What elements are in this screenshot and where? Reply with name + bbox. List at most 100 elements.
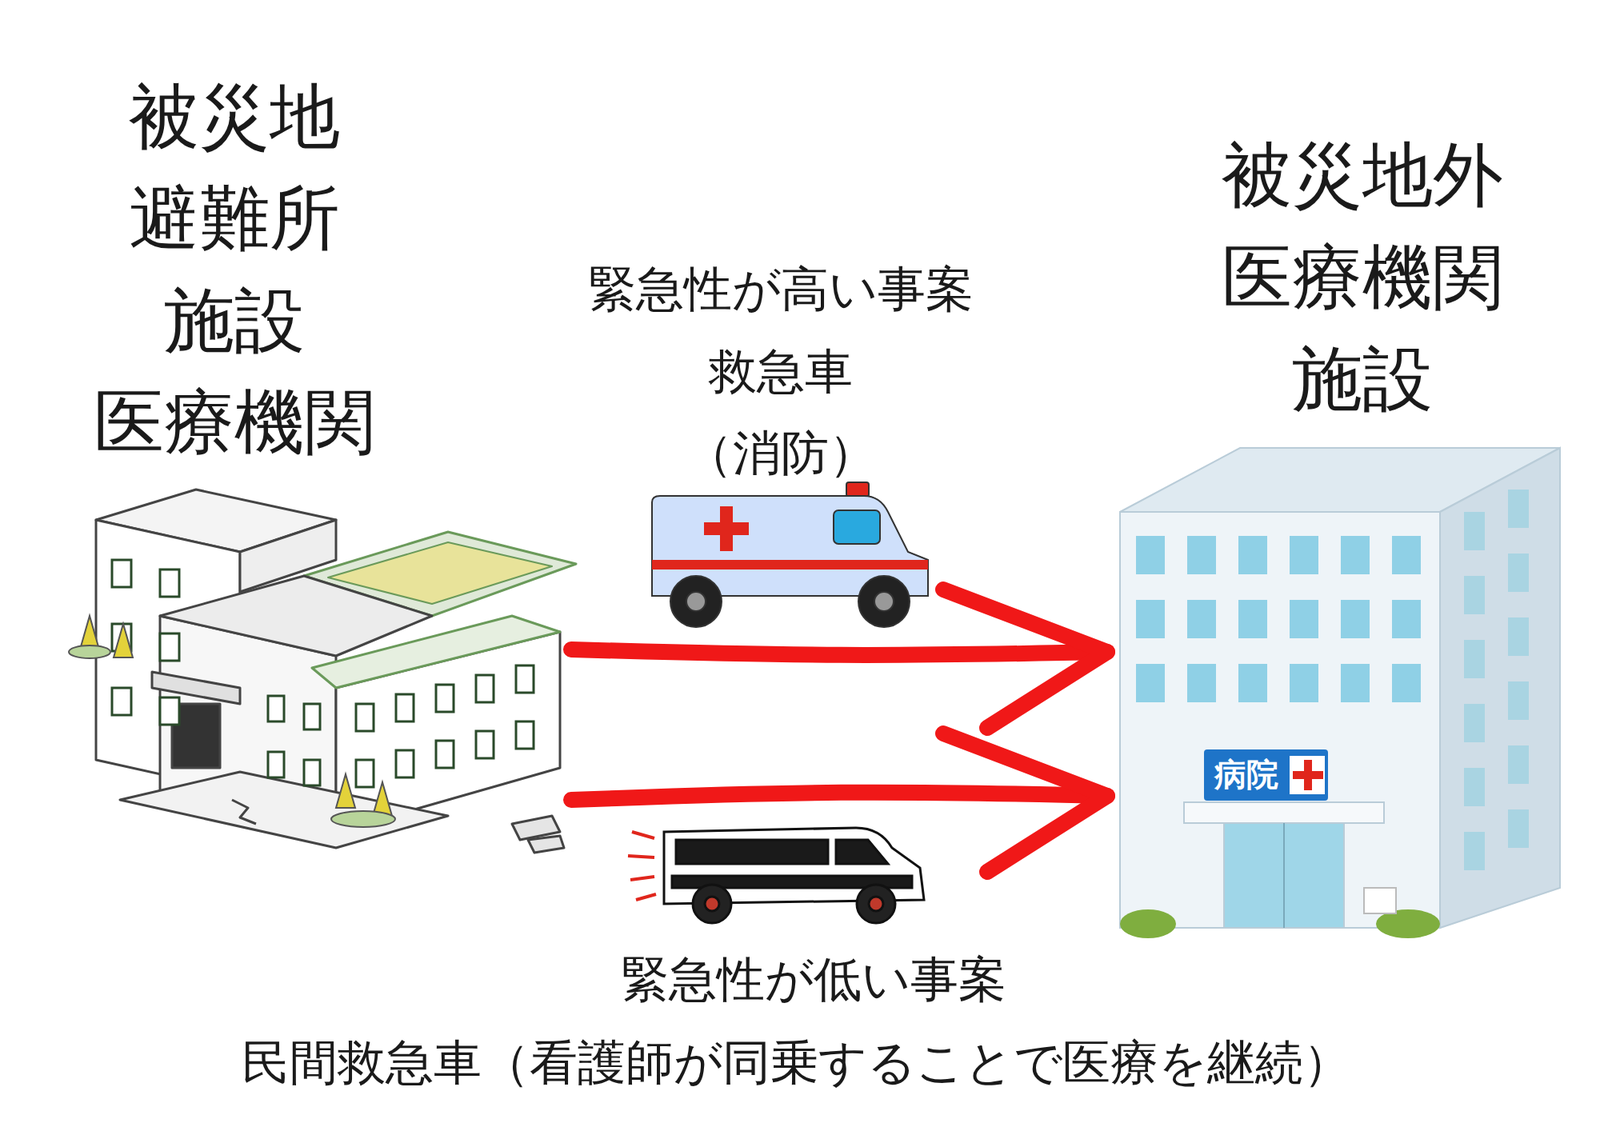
traffic-cone [113, 624, 133, 658]
ambulance [833, 510, 880, 544]
arrow-head [943, 589, 1108, 728]
window [1508, 617, 1529, 656]
window [112, 688, 132, 716]
ambulance [858, 576, 910, 628]
shelter-building [160, 576, 432, 656]
window [1464, 512, 1485, 551]
window [1136, 664, 1165, 703]
window [112, 560, 132, 588]
window [1289, 664, 1319, 703]
window [1136, 489, 1529, 871]
window [436, 740, 454, 768]
window [1392, 536, 1421, 575]
ambulance [874, 592, 894, 612]
ambulance [652, 482, 928, 628]
window [1464, 832, 1485, 871]
window [1464, 704, 1485, 743]
shelter-building [120, 772, 448, 848]
window [1136, 536, 1165, 575]
ambulance [846, 482, 869, 497]
window [1187, 536, 1216, 575]
traffic-cone [68, 645, 111, 659]
private-ambulance [676, 840, 828, 864]
private-ambulance [632, 832, 655, 839]
hospital-building [1120, 909, 1176, 939]
private-ambulance [856, 884, 896, 924]
traffic-cone [331, 811, 396, 828]
private-ambulance [628, 828, 924, 924]
window [1464, 640, 1485, 679]
window [1340, 536, 1370, 575]
private-ambulance [636, 894, 656, 900]
window [516, 721, 534, 749]
private-ambulance [704, 896, 720, 912]
window [160, 569, 180, 597]
window [160, 633, 180, 661]
node-heading: 被災地外 医療機関 施設 [1221, 124, 1504, 431]
ambulance [652, 560, 928, 570]
window [1136, 600, 1165, 639]
private-ambulance [692, 884, 732, 924]
arrow-head [943, 733, 1108, 872]
window [356, 704, 374, 732]
window [356, 760, 374, 788]
hospital-building [1364, 888, 1396, 914]
shelter-building [232, 800, 256, 824]
window [268, 696, 284, 722]
hospital-building [1292, 771, 1324, 780]
window [1340, 664, 1370, 703]
private-ambulance [868, 896, 884, 912]
window [1508, 681, 1529, 720]
window [112, 560, 534, 788]
ambulance [704, 522, 749, 536]
window [396, 750, 414, 778]
arrow-line [571, 792, 1108, 800]
window [1508, 489, 1529, 528]
transport-label: 緊急性が高い事案 [588, 260, 974, 318]
window [436, 684, 454, 712]
window [268, 752, 284, 778]
node-heading: 被災地 避難所 施設 医療機関 [93, 65, 376, 474]
traffic-cone [68, 616, 396, 828]
sign-text: 病院 [1214, 755, 1279, 794]
window [1464, 576, 1485, 615]
hospital-building [1440, 448, 1560, 928]
private-ambulance [836, 840, 888, 864]
transport-arrow [571, 589, 1108, 728]
window [516, 665, 534, 693]
hospital-building [1120, 512, 1440, 928]
shelter-building [96, 489, 576, 853]
window [1508, 809, 1529, 848]
window [1289, 536, 1319, 575]
window [1508, 553, 1529, 592]
hospital-building [1224, 823, 1344, 928]
hospital-building [1283, 823, 1285, 928]
window [1464, 768, 1485, 807]
traffic-cone [80, 616, 100, 650]
traffic-cone [372, 782, 392, 816]
window [1508, 745, 1529, 784]
window [396, 694, 414, 722]
window [160, 697, 180, 725]
ambulance [686, 592, 706, 612]
private-ambulance [628, 832, 656, 900]
origin-facility: 被災地 避難所 施設 医療機関 [51, 480, 572, 868]
window [304, 760, 320, 786]
window [1238, 536, 1268, 575]
traffic-cone [336, 774, 356, 808]
window [1187, 600, 1216, 639]
transport-label: （消防） [684, 424, 877, 482]
destination-hospital: 被災地外 医療機関 施設 [1112, 438, 1562, 934]
ambulance [670, 576, 722, 628]
window [1392, 600, 1421, 639]
transport-label: 緊急性が低い事案 [620, 950, 1007, 1008]
transport-arrow [571, 733, 1108, 872]
hospital-building [1184, 802, 1384, 824]
hospital-building [1289, 756, 1325, 795]
hospital-building [1120, 448, 1560, 939]
window [1340, 600, 1370, 639]
transport-label: 救急車 [708, 342, 853, 400]
window [304, 704, 320, 730]
window [476, 731, 494, 759]
